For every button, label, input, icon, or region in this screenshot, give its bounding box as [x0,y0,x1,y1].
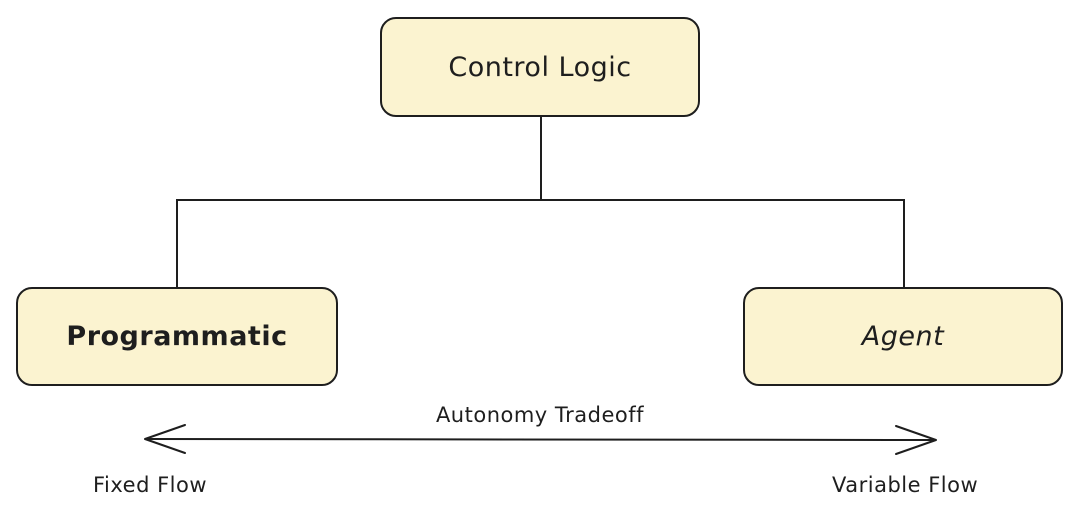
programmatic-node: Programmatic [16,287,338,386]
fixed-flow-label: Fixed Flow [93,473,208,497]
control-logic-node: Control Logic [380,17,700,117]
agent-node: Agent [743,287,1063,386]
tradeoff-arrow [144,424,937,455]
variable-flow-label: Variable Flow [832,473,979,497]
left-arrowhead [144,424,186,454]
autonomy-tradeoff-label: Autonomy Tradeoff [435,403,645,427]
right-arrowhead [895,425,937,455]
